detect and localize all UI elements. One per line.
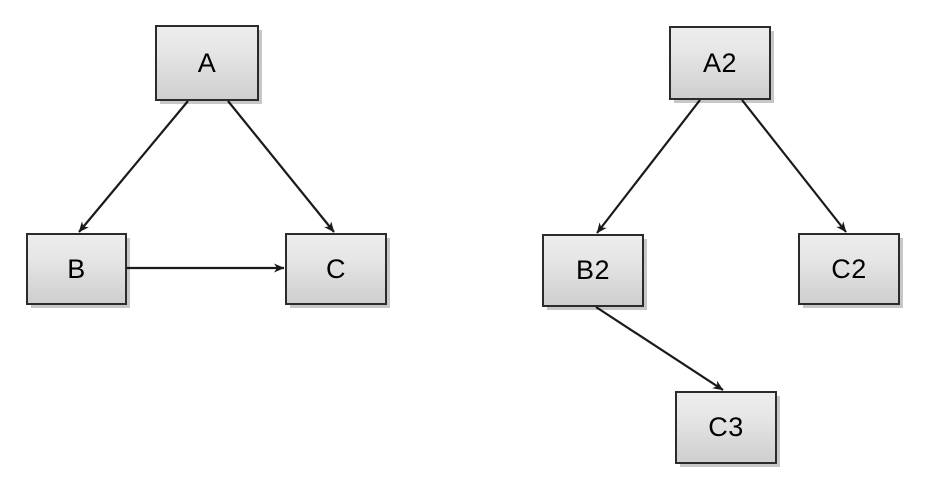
node-a[interactable]: A <box>155 25 259 101</box>
node-label: B2 <box>575 255 611 285</box>
node-a2[interactable]: A2 <box>669 26 771 100</box>
node-label: C3 <box>708 412 744 442</box>
edge-A2-to-B2 <box>596 99 701 234</box>
node-label: B <box>67 253 86 284</box>
edge-B2-to-C3 <box>595 306 724 391</box>
node-label: C2 <box>831 253 867 284</box>
edge-A-to-C <box>227 100 335 233</box>
node-label: C <box>326 253 346 284</box>
node-b[interactable]: B <box>26 233 127 305</box>
node-c2[interactable]: C2 <box>798 233 900 305</box>
node-b2[interactable]: B2 <box>542 234 644 307</box>
node-label: A2 <box>702 47 738 78</box>
edge-A2-to-C2 <box>741 99 847 233</box>
node-c3[interactable]: C3 <box>675 391 777 464</box>
node-label: A <box>197 47 217 78</box>
edge-A-to-B <box>78 100 189 233</box>
node-c[interactable]: C <box>285 233 387 305</box>
